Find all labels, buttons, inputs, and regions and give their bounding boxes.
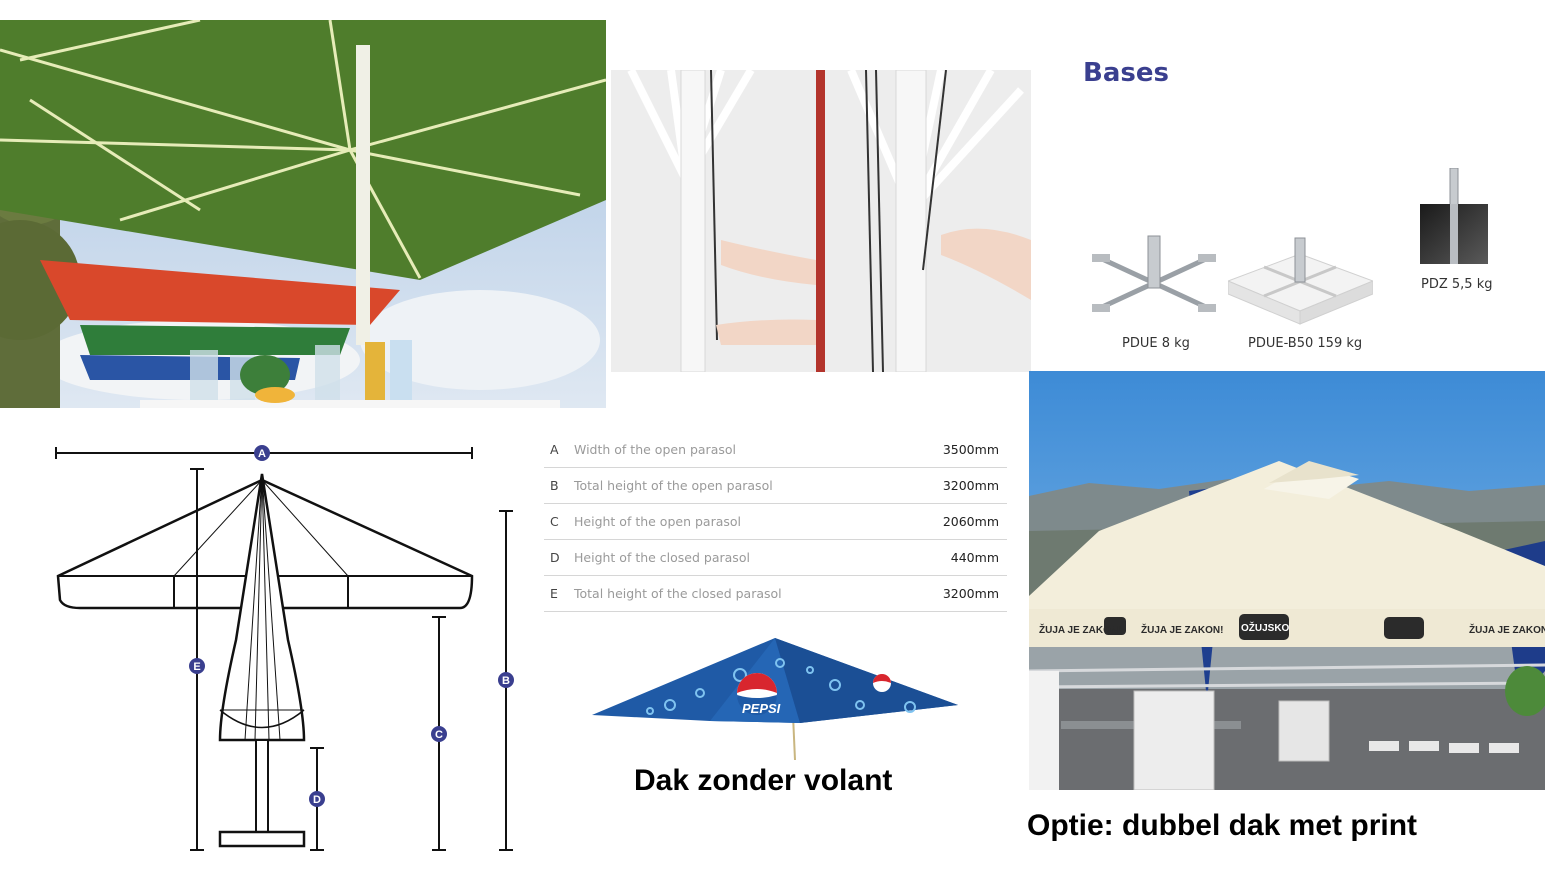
marker-b-label: B [502, 675, 510, 687]
ozujsko-logo-text: OŽUJSKO [1241, 621, 1290, 634]
pepsi-roof-image: PEPSI [590, 635, 960, 761]
base-pdue-image [1090, 228, 1218, 323]
spec-row: D Height of the closed parasol 440mm [544, 539, 1007, 576]
photo-green-umbrella [0, 20, 606, 408]
photo-double-roof-terrace: ŽUJA JE ZAKON! ŽUJA JE ZAKON! OŽUJSKO ŽU… [1029, 371, 1545, 790]
base-pdz-label: PDZ 5,5 kg [1421, 277, 1493, 292]
marker-c [431, 726, 447, 742]
roof-caption: Dak zonder volant [634, 764, 893, 797]
spec-value: 2060mm [904, 503, 1007, 540]
spec-letter: A [544, 432, 574, 468]
spec-row: C Height of the open parasol 2060mm [544, 503, 1007, 540]
base-pdue-b50-image [1226, 236, 1375, 326]
pepsi-logo-text: PEPSI [742, 701, 781, 716]
slogan-text-mid: ŽUJA JE ZAKON! [1141, 623, 1223, 636]
spec-label: Height of the closed parasol [574, 539, 905, 576]
spec-label: Width of the open parasol [574, 432, 905, 468]
spec-letter: B [544, 467, 574, 504]
marker-c-label: C [435, 729, 443, 741]
spec-letter: C [544, 503, 574, 540]
spec-value: 3200mm [904, 467, 1007, 504]
option-caption: Optie: dubbel dak met print [1027, 809, 1418, 842]
marker-a [254, 445, 270, 461]
marker-e [189, 658, 205, 674]
spec-label: Height of the open parasol [574, 503, 905, 540]
base-pdue-b50-label: PDUE-B50 159 kg [1248, 336, 1363, 351]
spec-row: B Total height of the open parasol 3200m… [544, 467, 1007, 504]
marker-b [498, 672, 514, 688]
dimension-diagram: A E B C D [40, 440, 530, 860]
marker-d-label: D [313, 794, 321, 806]
photo-crank-mechanism [611, 70, 1031, 372]
spec-letter: E [544, 575, 574, 612]
marker-a-label: A [258, 448, 266, 460]
slogan-text-left: ŽUJA JE ZAKON! [1039, 623, 1121, 636]
spec-label: Total height of the closed parasol [574, 575, 905, 612]
marker-e-label: E [193, 661, 200, 673]
spec-value: 440mm [904, 539, 1007, 576]
spec-row: A Width of the open parasol 3500mm [544, 432, 1007, 468]
spec-value: 3500mm [904, 432, 1007, 468]
spec-label: Total height of the open parasol [574, 467, 905, 504]
bases-title: Bases [1083, 58, 1169, 88]
base-pdz-image [1420, 167, 1488, 264]
spec-value: 3200mm [904, 575, 1007, 612]
spec-row: E Total height of the closed parasol 320… [544, 575, 1007, 612]
spec-letter: D [544, 539, 574, 576]
base-pdue-label: PDUE 8 kg [1122, 336, 1190, 351]
marker-d [309, 791, 325, 807]
slogan-text-right: ŽUJA JE ZAKON! [1469, 623, 1545, 636]
spec-table: A Width of the open parasol 3500mm B Tot… [544, 432, 1007, 612]
